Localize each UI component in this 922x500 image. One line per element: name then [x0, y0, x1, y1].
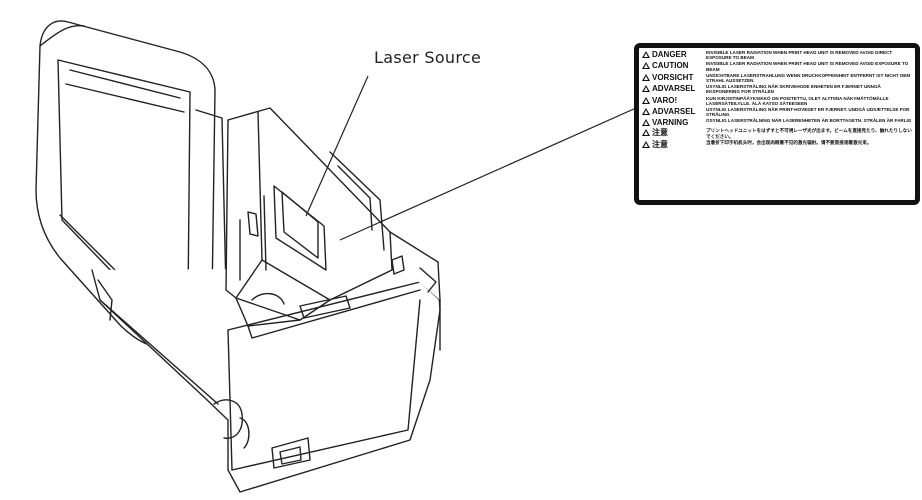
warning-heading: VORSICHT — [642, 73, 706, 82]
warning-triangle-icon — [642, 108, 650, 116]
warning-text: USYNLIG LASERSTRÅLING NÅR PRINT-HOVEDET … — [706, 107, 910, 118]
warning-row: ADVARSEL USYNLIG LASERSTRÅLING NÅR PRINT-… — [642, 107, 912, 117]
warning-heading-text: 注意 — [652, 128, 668, 138]
warning-heading-text: VARO! — [652, 95, 678, 105]
warning-row: 注意 当意折下印字机机头时，会出现肉眼看不见的激光辐射。请不要直接观看激光束。 — [642, 140, 912, 149]
warning-row: VORSICHT UNSICHTBARE LASERSTRAHLUNG WENN … — [642, 73, 912, 83]
warning-triangle-icon — [642, 140, 650, 148]
laser-source-leader-line — [305, 75, 369, 217]
warning-row: 注意 プリントヘッドユニットをはずすと不可視レーザ光が出ます。ビームを直接見たり、… — [642, 128, 912, 139]
warning-heading: 注意 — [642, 140, 706, 149]
warning-heading: DANGER — [642, 50, 706, 59]
warning-row: CAUTION INVISIBLE LASER RADIATION WHEN PR… — [642, 61, 912, 72]
warning-heading-text: ADVARSEL — [652, 84, 696, 94]
warning-row: VARO! KUN KIRJOITINPÄÄYKSIKKÖ ON POISTETT… — [642, 96, 912, 106]
warning-heading: 注意 — [642, 128, 706, 137]
warning-heading-text: VARNING — [652, 118, 689, 128]
print-head-cavity — [225, 107, 441, 339]
laser-warning-label: DANGER INVISIBLE LASER RADIATION WHEN PRI… — [634, 43, 920, 205]
warning-heading-text: ADVARSEL — [652, 107, 696, 117]
warning-triangle-icon — [642, 96, 650, 104]
warning-text: プリントヘッドユニットをはずすと不可視レーザ光が出ます。ビームを直接見たり、触れ… — [706, 128, 912, 139]
warning-triangle-icon — [642, 119, 650, 127]
warning-row: VARNING OSYNLIG LASERSTRÅLNING NÄR LASERE… — [642, 118, 912, 127]
warning-heading: VARNING — [642, 118, 706, 127]
warning-heading: VARO! — [642, 96, 706, 105]
warning-text: 当意折下印字机机头时，会出现肉眼看不见的激光辐射。请不要直接观看激光束。 — [706, 139, 872, 145]
warning-heading: CAUTION — [642, 61, 706, 70]
warning-heading-text: 注意 — [652, 139, 668, 149]
warning-triangle-icon — [642, 73, 650, 81]
warning-heading-text: CAUTION — [652, 61, 689, 71]
warning-heading-text: DANGER — [652, 50, 687, 59]
warning-heading: ADVARSEL — [642, 107, 706, 116]
warning-text: INVISIBLE LASER RADIATION WHEN PRINT HEA… — [706, 50, 893, 61]
warning-heading-text: VORSICHT — [652, 72, 694, 82]
warning-text: INVISIBLE LASER RADIATION WHEN PRINT HEA… — [706, 61, 909, 72]
warning-triangle-icon — [642, 85, 650, 93]
warning-triangle-icon — [642, 51, 650, 58]
warning-triangle-icon — [642, 129, 650, 137]
warning-text: KUN KIRJOITINPÄÄYKSIKKÖ ON POISTETTU, OL… — [706, 95, 889, 106]
warning-heading: ADVARSEL — [642, 84, 706, 93]
warning-triangle-icon — [642, 62, 650, 70]
warning-text: UNSICHTBARE LASERSTRAHLUNG WENN DRUCKKOP… — [706, 72, 911, 84]
warning-row: ADVARSEL USYNLIG LASERSTRÅLING NÅR SKRIVE… — [642, 84, 912, 94]
laser-source-label: Laser Source — [374, 48, 482, 67]
warning-text: USYNLIG LASERSTRÅLING NÅR SKRIVEHODE ENH… — [706, 84, 881, 95]
warning-label-leader-line — [339, 107, 637, 241]
warning-text: OSYNLIG LASERSTRÅLNING NÄR LASERENHETEN … — [706, 118, 912, 124]
printer-body — [91, 267, 441, 493]
warning-row: DANGER INVISIBLE LASER RADIATION WHEN PRI… — [642, 50, 912, 60]
